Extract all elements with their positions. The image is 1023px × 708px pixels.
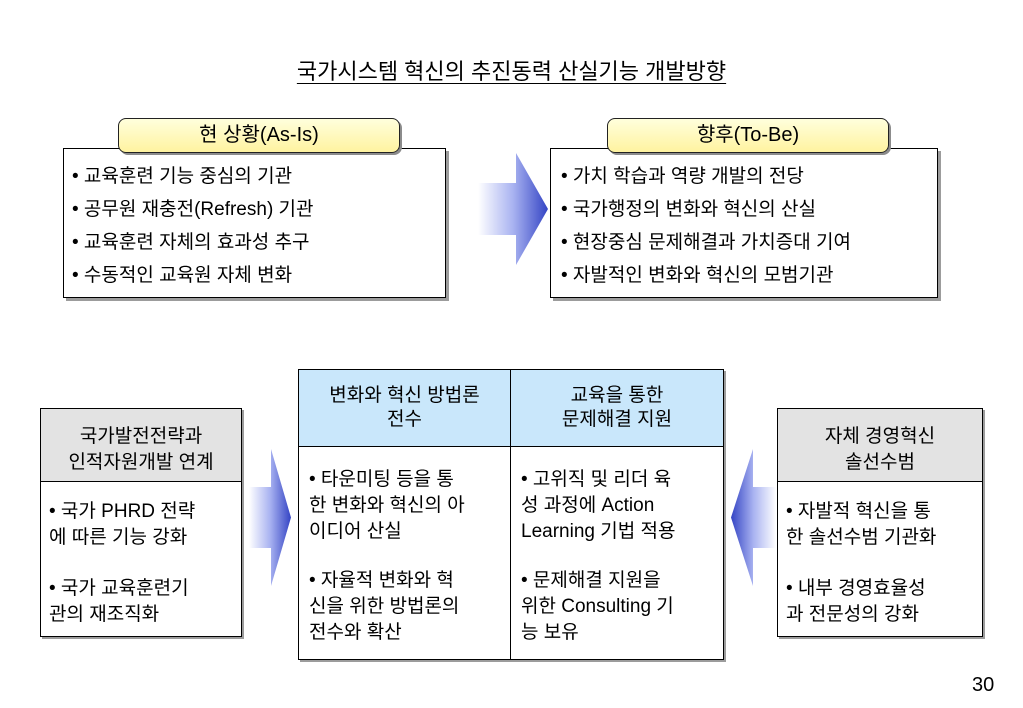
arrow-left-shape bbox=[731, 449, 776, 586]
table-cell: • 고위직 및 리더 육 성 과정에 Action Learning 기법 적용… bbox=[511, 447, 723, 659]
table-cell-item: • 고위직 및 리더 육 성 과정에 Action Learning 기법 적용 bbox=[521, 469, 676, 542]
national-strategy-item: • 국가 교육훈련기 관의 재조직화 bbox=[49, 578, 189, 625]
national-strategy-item: • 국가 PHRD 전략 에 따른 기능 강화 bbox=[49, 501, 196, 548]
table-cell-item: • 타운미팅 등을 통 한 변화와 혁신의 아 이디어 산실 bbox=[309, 469, 465, 542]
to-be-item: • 현장중심 문제해결과 가치증대 기여 bbox=[561, 232, 851, 253]
table-cell: • 타운미팅 등을 통 한 변화와 혁신의 아 이디어 산실 • 자율적 변화와… bbox=[299, 447, 511, 659]
table-header-problem-solving: 교육을 통한 문제해결 지원 bbox=[561, 385, 673, 430]
self-innovation-item: • 내부 경영효율성 과 전문성의 강화 bbox=[786, 578, 926, 625]
slide-title: 국가시스템 혁신의 추진동력 산실기능 개발방향 bbox=[296, 59, 727, 84]
table-header-cell: 교육을 통한 문제해결 지원 bbox=[511, 370, 723, 447]
as-is-item: • 교육훈련 기능 중심의 기관 bbox=[72, 166, 293, 187]
to-be-item: • 국가행정의 변화와 혁신의 산실 bbox=[561, 199, 817, 220]
national-strategy-header: 국가발전전략과 인적자원개발 연계 bbox=[41, 409, 241, 482]
self-innovation-item: • 자발적 혁신을 통 한 솔선수범 기관화 bbox=[786, 501, 937, 548]
to-be-item: • 가치 학습과 역량 개발의 전당 bbox=[561, 166, 804, 187]
to-be-box: • 가치 학습과 역량 개발의 전당 • 국가행정의 변화와 혁신의 산실 • … bbox=[550, 148, 938, 298]
national-strategy-body: • 국가 PHRD 전략 에 따른 기능 강화 • 국가 교육훈련기 관의 재조… bbox=[41, 482, 241, 628]
to-be-item: • 자발적인 변화와 혁신의 모범기관 bbox=[561, 265, 834, 286]
table-header-cell: 변화와 혁신 방법론 전수 bbox=[299, 370, 511, 447]
core-functions-table: 변화와 혁신 방법론 전수 교육을 통한 문제해결 지원 • 타운미팅 등을 통… bbox=[298, 369, 724, 660]
as-is-item: • 공무원 재충전(Refresh) 기관 bbox=[72, 199, 314, 220]
table-cell-item: • 자율적 변화와 혁 신을 위한 방법론의 전수와 확산 bbox=[309, 570, 460, 643]
as-is-label: 현 상황(As-Is) bbox=[118, 118, 400, 153]
self-innovation-header: 자체 경영혁신 솔선수범 bbox=[778, 409, 982, 482]
table-header-methodology: 변화와 혁신 방법론 전수 bbox=[329, 385, 480, 430]
table-cell-item: • 문제해결 지원을 위한 Consulting 기 능 보유 bbox=[521, 570, 674, 643]
arrow-right-shape bbox=[249, 449, 291, 586]
to-be-label: 향후(To-Be) bbox=[607, 118, 889, 153]
self-innovation-panel: 자체 경영혁신 솔선수범 • 자발적 혁신을 통 한 솔선수범 기관화 • 내부… bbox=[777, 408, 983, 637]
as-is-box: • 교육훈련 기능 중심의 기관 • 공무원 재충전(Refresh) 기관 •… bbox=[63, 148, 446, 298]
page-number: 30 bbox=[972, 674, 995, 696]
arrow-right-shape bbox=[478, 153, 548, 265]
as-is-item: • 교육훈련 자체의 효과성 추구 bbox=[72, 232, 310, 253]
arrow-right-icon bbox=[249, 449, 291, 586]
national-strategy-panel: 국가발전전략과 인적자원개발 연계 • 국가 PHRD 전략 에 따른 기능 강… bbox=[40, 408, 242, 637]
as-is-item: • 수동적인 교육원 자체 변화 bbox=[72, 265, 293, 286]
self-innovation-body: • 자발적 혁신을 통 한 솔선수범 기관화 • 내부 경영효율성 과 전문성의… bbox=[778, 482, 982, 628]
arrow-left-icon bbox=[731, 449, 776, 586]
arrow-right-icon bbox=[478, 153, 548, 265]
